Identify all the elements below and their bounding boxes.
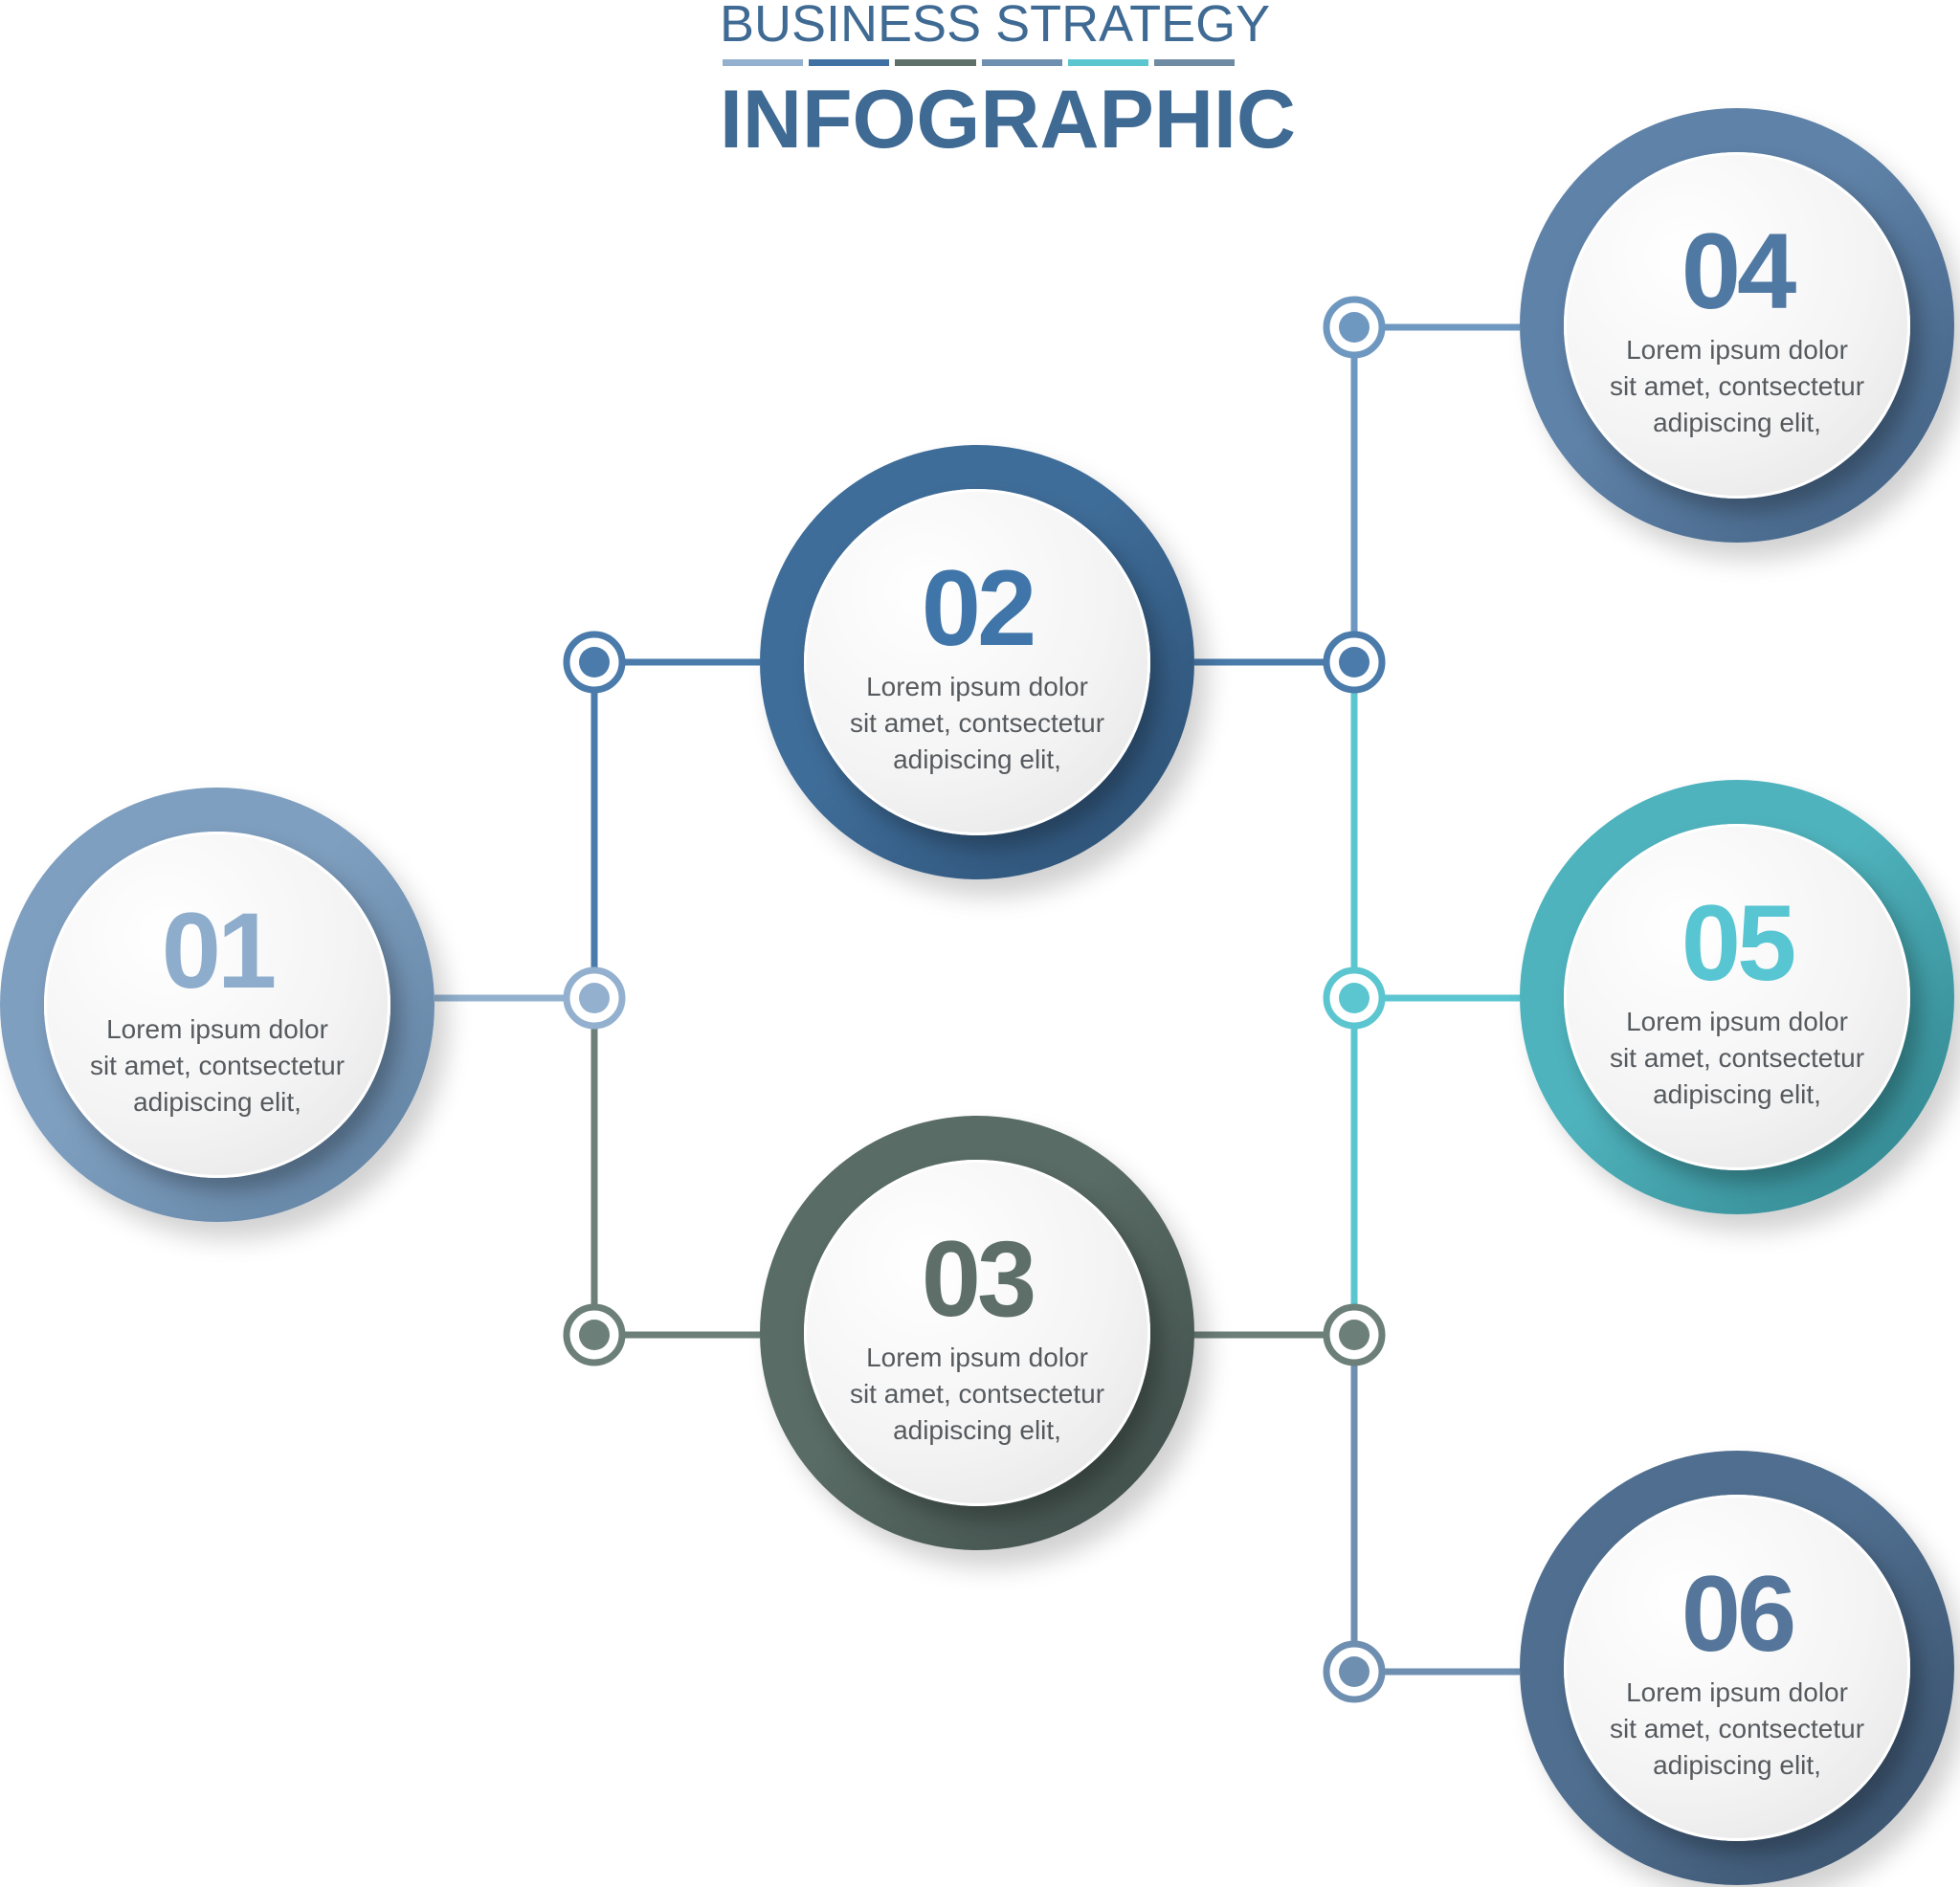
- junction-dot: [563, 1303, 626, 1366]
- step-description: Lorem ipsum dolor sit amet, contsectetur…: [1583, 1004, 1891, 1113]
- header-color-bar: [981, 59, 1062, 66]
- step-number: 04: [1681, 211, 1797, 331]
- junction-dot: [1323, 1640, 1386, 1703]
- header-color-bar: [1153, 59, 1236, 66]
- junction-dot: [1323, 296, 1386, 359]
- step-number: 02: [921, 548, 1037, 668]
- step-node-02: 02 Lorem ipsum dolor sit amet, contsecte…: [760, 445, 1194, 879]
- step-desc-line: adipiscing elit,: [1653, 408, 1821, 437]
- junction-dot: [1323, 1303, 1386, 1366]
- step-number: 06: [1681, 1554, 1797, 1674]
- step-desc-line: Lorem ipsum dolor: [106, 1014, 328, 1044]
- step-desc-line: adipiscing elit,: [133, 1087, 301, 1117]
- step-desc-line: Lorem ipsum dolor: [1626, 1677, 1848, 1707]
- step-desc-line: adipiscing elit,: [893, 1415, 1061, 1445]
- header-color-bars: [723, 59, 1236, 66]
- step-desc-line: sit amet, contsectetur: [1609, 1714, 1865, 1743]
- junction-dot: [1323, 631, 1386, 694]
- junction-dot: [563, 966, 626, 1030]
- junction-dot: [563, 631, 626, 694]
- step-node-04: 04 Lorem ipsum dolor sit amet, contsecte…: [1520, 108, 1954, 543]
- step-description: Lorem ipsum dolor sit amet, contsectetur…: [823, 669, 1131, 778]
- step-desc-line: adipiscing elit,: [1653, 1750, 1821, 1780]
- step-number: 01: [161, 891, 278, 1010]
- step-desc-line: sit amet, contsectetur: [1609, 371, 1865, 401]
- step-desc-line: Lorem ipsum dolor: [866, 1343, 1088, 1372]
- step-face: 01 Lorem ipsum dolor sit amet, contsecte…: [44, 832, 390, 1178]
- step-number: 05: [1681, 883, 1797, 1003]
- step-desc-line: adipiscing elit,: [893, 744, 1061, 774]
- step-node-06: 06 Lorem ipsum dolor sit amet, contsecte…: [1520, 1451, 1954, 1885]
- step-desc-line: adipiscing elit,: [1653, 1079, 1821, 1109]
- step-node-01: 01 Lorem ipsum dolor sit amet, contsecte…: [0, 788, 434, 1222]
- header-color-bar: [895, 59, 976, 66]
- step-desc-line: Lorem ipsum dolor: [866, 672, 1088, 701]
- step-desc-line: sit amet, contsectetur: [849, 1379, 1105, 1409]
- step-description: Lorem ipsum dolor sit amet, contsectetur…: [63, 1011, 371, 1121]
- step-description: Lorem ipsum dolor sit amet, contsectetur…: [1583, 332, 1891, 441]
- step-face: 04 Lorem ipsum dolor sit amet, contsecte…: [1564, 152, 1910, 499]
- header-color-bar: [809, 59, 890, 66]
- step-desc-line: sit amet, contsectetur: [849, 708, 1105, 738]
- step-number: 03: [921, 1219, 1037, 1339]
- header-title: INFOGRAPHIC: [720, 74, 1296, 166]
- header-color-bar: [723, 59, 804, 66]
- header-color-bar: [1067, 59, 1148, 66]
- step-node-03: 03 Lorem ipsum dolor sit amet, contsecte…: [760, 1116, 1194, 1550]
- junction-dot: [1323, 966, 1386, 1030]
- step-face: 02 Lorem ipsum dolor sit amet, contsecte…: [804, 489, 1150, 835]
- step-desc-line: sit amet, contsectetur: [1609, 1043, 1865, 1073]
- step-face: 06 Lorem ipsum dolor sit amet, contsecte…: [1564, 1495, 1910, 1841]
- step-desc-line: Lorem ipsum dolor: [1626, 1007, 1848, 1036]
- step-description: Lorem ipsum dolor sit amet, contsectetur…: [1583, 1675, 1891, 1784]
- step-face: 05 Lorem ipsum dolor sit amet, contsecte…: [1564, 824, 1910, 1170]
- step-face: 03 Lorem ipsum dolor sit amet, contsecte…: [804, 1160, 1150, 1506]
- header-subtitle: BUSINESS STRATEGY: [720, 0, 1271, 53]
- step-node-05: 05 Lorem ipsum dolor sit amet, contsecte…: [1520, 780, 1954, 1214]
- step-desc-line: Lorem ipsum dolor: [1626, 335, 1848, 365]
- step-desc-line: sit amet, contsectetur: [89, 1051, 345, 1080]
- step-description: Lorem ipsum dolor sit amet, contsectetur…: [823, 1340, 1131, 1449]
